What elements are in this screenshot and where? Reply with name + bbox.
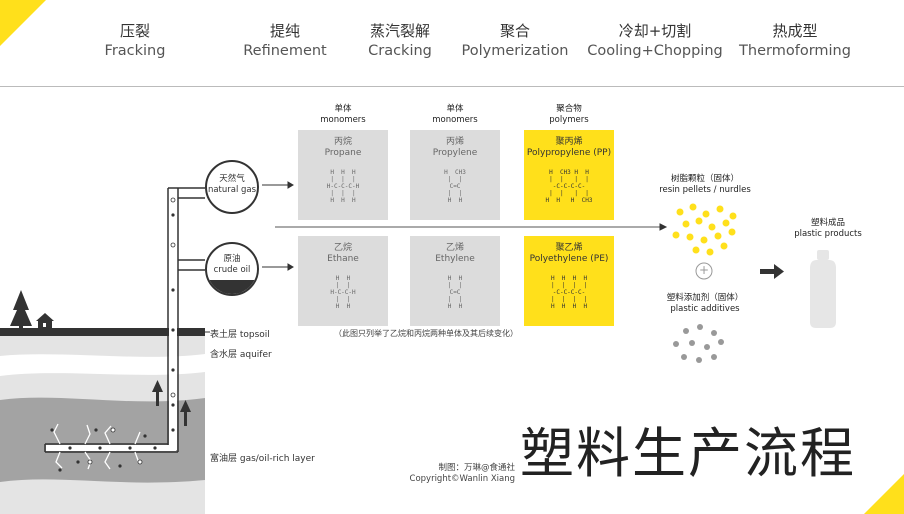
- header-divider: [0, 86, 904, 87]
- propylene-formula: H CH3 | | C=C | | H H: [444, 169, 466, 204]
- oil-rich-layer: [0, 397, 205, 483]
- aquifer-band: [0, 354, 205, 376]
- column-polymers: 聚合物 polymers: [524, 104, 614, 126]
- stage-cooling-cn: 冷却+切割: [618, 22, 692, 40]
- natural-gas-cn: 天然气: [219, 174, 245, 184]
- corner-triangle-bottom-right: [864, 474, 904, 514]
- ethylene-box: 乙烯 Ethylene H H | | C=C | | H H: [410, 236, 500, 326]
- stage-refinement-en: Refinement: [243, 43, 327, 59]
- additives-label: 塑料添加剂（固体） plastic additives: [645, 293, 765, 315]
- column-polymers-en: polymers: [549, 115, 589, 125]
- crude-oil-circle: 原油 crude oil: [205, 242, 259, 296]
- ethylene-cn: 乙烯: [445, 243, 464, 253]
- polypropylene-box: 聚丙烯 Polypropylene (PP) H CH3 H H | | | |…: [524, 130, 614, 220]
- footnote: （此图只列举了乙烷和丙烷两种单体及其后续变化）: [334, 329, 518, 338]
- stage-polymerization-en: Polymerization: [461, 43, 569, 59]
- credit-line-2: Copyright©Wanlin Xiang: [409, 474, 515, 484]
- well-pipe: [44, 187, 205, 453]
- aquifer-label: 含水层 aquifer: [210, 350, 272, 360]
- column-monomers-1-cn: 单体: [334, 104, 352, 114]
- ethane-box: 乙烷 Ethane H H | | H-C-C-H | | H H: [298, 236, 388, 326]
- polyethylene-en: Polyethylene (PE): [529, 254, 609, 264]
- ethane-en: Ethane: [327, 254, 359, 264]
- resin-pellets-en: resin pellets / nurdles: [659, 185, 751, 195]
- stage-cooling-en: Cooling+Chopping: [587, 43, 723, 59]
- credit: 制图：万琳@食通社 Copyright©Wanlin Xiang: [405, 463, 515, 485]
- stage-fracking-cn: 压裂: [119, 22, 150, 40]
- column-monomers-1-en: monomers: [320, 115, 366, 125]
- propylene-en: Propylene: [432, 148, 478, 158]
- column-monomers-1: 单体 monomers: [298, 104, 388, 126]
- ethane-formula: H H | | H-C-C-H | | H H: [330, 275, 356, 310]
- product-en: plastic products: [794, 229, 862, 239]
- column-monomers-2-cn: 单体: [446, 104, 464, 114]
- propane-cn: 丙烷: [333, 137, 352, 147]
- big-title: 塑料生产流程: [520, 422, 856, 485]
- stage-thermoforming-en: Thermoforming: [739, 43, 851, 59]
- corner-triangle-top-left: [0, 0, 46, 46]
- crude-oil-cn: 原油: [223, 254, 241, 264]
- ethylene-en: Ethylene: [435, 254, 475, 264]
- topsoil-label: 表土层 topsoil: [210, 330, 270, 340]
- tree-icon: [10, 290, 32, 326]
- pipe-particles: [50, 213, 175, 472]
- column-monomers-2-en: monomers: [432, 115, 478, 125]
- pipe-bubbles: [87, 197, 176, 465]
- plus-circle-icon: [695, 262, 713, 280]
- ethane-cn: 乙烷: [333, 243, 352, 253]
- oil-layer-label: 富油层 gas/oil-rich layer: [210, 454, 315, 464]
- column-monomers-2: 单体 monomers: [410, 104, 500, 126]
- product-label: 塑料成品 plastic products: [778, 218, 878, 240]
- ethylene-formula: H H | | C=C | | H H: [447, 275, 463, 310]
- polyethylene-formula: H H H H | | | | -C-C-C-C- | | | | H H H …: [550, 275, 588, 310]
- flow-arrows: [262, 181, 668, 271]
- house-icon: [36, 313, 54, 329]
- natural-gas-en: natural gas: [207, 185, 257, 195]
- stage-cracking-en: Cracking: [368, 43, 432, 59]
- polypropylene-en: Polypropylene (PP): [526, 148, 612, 158]
- stage-cracking-cn: 蒸汽裂解: [369, 22, 430, 40]
- resin-pellets-cn: 树脂颗粒（固体）: [670, 174, 739, 184]
- polyethylene-box: 聚乙烯 Polyethylene (PE) H H H H | | | | -C…: [524, 236, 614, 326]
- polypropylene-cn: 聚丙烯: [555, 137, 583, 147]
- stage-polymerization-cn: 聚合: [499, 22, 530, 40]
- column-polymers-cn: 聚合物: [556, 104, 582, 114]
- propylene-cn: 丙烯: [445, 137, 464, 147]
- propane-box: 丙烷 Propane H H H | | | H-C-C-C-H | | | H…: [298, 130, 388, 220]
- crude-oil-fill: [207, 280, 257, 294]
- resin-pellets-icon: [672, 203, 737, 256]
- natural-gas-circle: 天然气 natural gas: [205, 160, 259, 214]
- propylene-box: 丙烯 Propylene H CH3 | | C=C | | H H: [410, 130, 500, 220]
- resin-pellets-label: 树脂颗粒（固体） resin pellets / nurdles: [640, 174, 770, 196]
- credit-line-1: 制图：万琳@食通社: [438, 463, 515, 473]
- up-arrow-icon: [152, 380, 191, 426]
- product-arrow-icon: [760, 264, 784, 279]
- stage-thermoforming-cn: 热成型: [772, 22, 818, 40]
- topsoil-line: [0, 328, 205, 336]
- product-cn: 塑料成品: [810, 218, 845, 228]
- plus-sign: +: [698, 263, 710, 277]
- propane-formula: H H H | | | H-C-C-C-H | | | H H H: [326, 169, 360, 204]
- additives-icon: [673, 324, 724, 363]
- additives-cn: 塑料添加剂（固体）: [666, 293, 744, 303]
- polypropylene-formula: H CH3 H H | | | | -C-C-C-C- | | | | H H …: [545, 169, 593, 204]
- polyethylene-cn: 聚乙烯: [555, 243, 583, 253]
- stage-fracking-en: Fracking: [104, 43, 166, 59]
- stage-refinement-cn: 提纯: [269, 22, 300, 40]
- additives-en: plastic additives: [670, 304, 740, 314]
- propane-en: Propane: [324, 148, 362, 158]
- plastic-bottle-icon: [810, 250, 836, 328]
- crude-oil-en: crude oil: [213, 265, 251, 275]
